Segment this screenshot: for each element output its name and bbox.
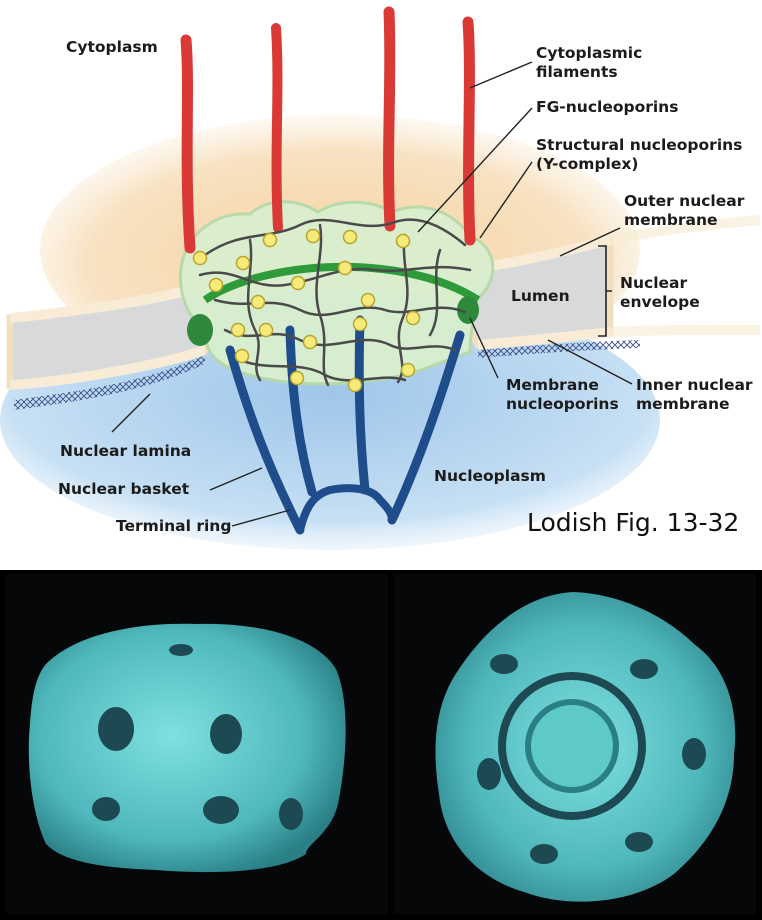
top-view-panel — [394, 574, 756, 914]
label-nuclear-basket: Nuclear basket — [58, 480, 190, 498]
label-outer-nuclear-membrane-line1: Outer nuclear — [624, 192, 745, 210]
label-nuclear-envelope-line2: envelope — [620, 293, 700, 311]
figure-caption: Lodish Fig. 13-32 — [527, 508, 740, 537]
cytoplasmic-filaments — [180, 6, 476, 254]
label-outer-nuclear-membrane: Outer nuclear membrane — [624, 192, 744, 230]
central-channel-inner — [525, 699, 619, 793]
label-membrane-nucleoporins: Membrane nucleoporins — [506, 376, 619, 414]
top-view-render — [435, 592, 736, 902]
label-outer-nuclear-membrane-line2: membrane — [624, 211, 718, 229]
leader-lines — [111, 61, 633, 527]
fg-meshwork — [198, 218, 472, 387]
label-nuclear-envelope-line1: Nuclear — [620, 274, 688, 292]
label-cytoplasm: Cytoplasm — [66, 38, 158, 56]
label-membrane-nucleoporins-line1: Membrane — [506, 376, 599, 394]
label-nuclear-lamina: Nuclear lamina — [60, 442, 192, 460]
label-cytoplasmic-filaments: Cytoplasmic filaments — [536, 44, 642, 82]
nuclear-basket — [225, 315, 465, 535]
label-structural-nucleoporins-line2: (Y-complex) — [536, 155, 639, 173]
label-structural-nucleoporins: Structural nucleoporins (Y-complex) — [536, 136, 742, 174]
label-inner-nuclear-membrane-line2: membrane — [636, 395, 730, 413]
label-terminal-ring: Terminal ring — [116, 517, 232, 535]
top-view-grooves — [477, 654, 706, 864]
side-view-panel — [6, 574, 388, 914]
nuclear-pore-diagram: Cytoplasm Cytoplasmic filaments FG-nucle… — [0, 6, 761, 550]
label-lumen: Lumen — [511, 287, 570, 305]
label-inner-nuclear-membrane: Inner nuclear membrane — [636, 376, 753, 414]
nuclear-lamina-right — [478, 340, 640, 358]
envelope-bracket — [598, 245, 612, 337]
label-membrane-nucleoporins-line2: nucleoporins — [506, 395, 619, 413]
terminal-ring — [296, 484, 396, 534]
label-cytoplasmic-filaments-line2: filaments — [536, 63, 618, 81]
nuclear-envelope — [6, 215, 761, 390]
label-fg-nucleoporins: FG-nucleoporins — [536, 98, 679, 116]
label-inner-nuclear-membrane-line1: Inner nuclear — [636, 376, 753, 394]
pore-complex-side-view — [28, 623, 346, 873]
membrane-nucleoporin-left — [187, 314, 213, 346]
membrane-nucleoporin-right — [457, 296, 479, 324]
label-structural-nucleoporins-line1: Structural nucleoporins — [536, 136, 743, 154]
electron-microscopy-panels — [0, 570, 762, 920]
fg-beads — [192, 228, 421, 393]
side-view-render — [28, 623, 346, 873]
label-nuclear-envelope: Nuclear envelope — [620, 274, 700, 312]
side-view-holes — [92, 644, 303, 830]
label-nucleoplasm: Nucleoplasm — [434, 467, 546, 485]
nuclear-lamina — [14, 355, 205, 410]
central-channel-outer — [498, 672, 646, 820]
cytoplasmic-ring — [202, 262, 481, 304]
diagram-canvas — [0, 6, 761, 550]
label-cytoplasmic-filaments-line1: Cytoplasmic — [536, 44, 643, 62]
